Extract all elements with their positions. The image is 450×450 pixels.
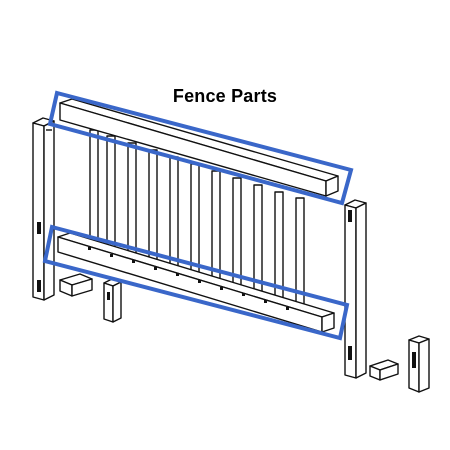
picket: [190, 163, 200, 278]
right-post: [344, 199, 367, 379]
picket: [106, 135, 116, 249]
picket: [169, 156, 179, 271]
bottom-rail-highlight: [42, 224, 350, 341]
short-post: [103, 278, 122, 323]
diagram-title: Fence Parts: [172, 86, 278, 106]
left-post: [32, 117, 55, 301]
separate-post: [408, 335, 430, 393]
picket: [211, 170, 221, 285]
top-rail: [59, 98, 339, 197]
pickets: [89, 129, 305, 309]
loose-block-right: [369, 359, 399, 381]
loose-block-left: [59, 273, 93, 297]
picket: [148, 149, 158, 264]
picket: [127, 142, 137, 257]
bottom-rail: [57, 232, 335, 333]
top-rail-highlight: [47, 90, 354, 206]
picket: [89, 129, 99, 241]
